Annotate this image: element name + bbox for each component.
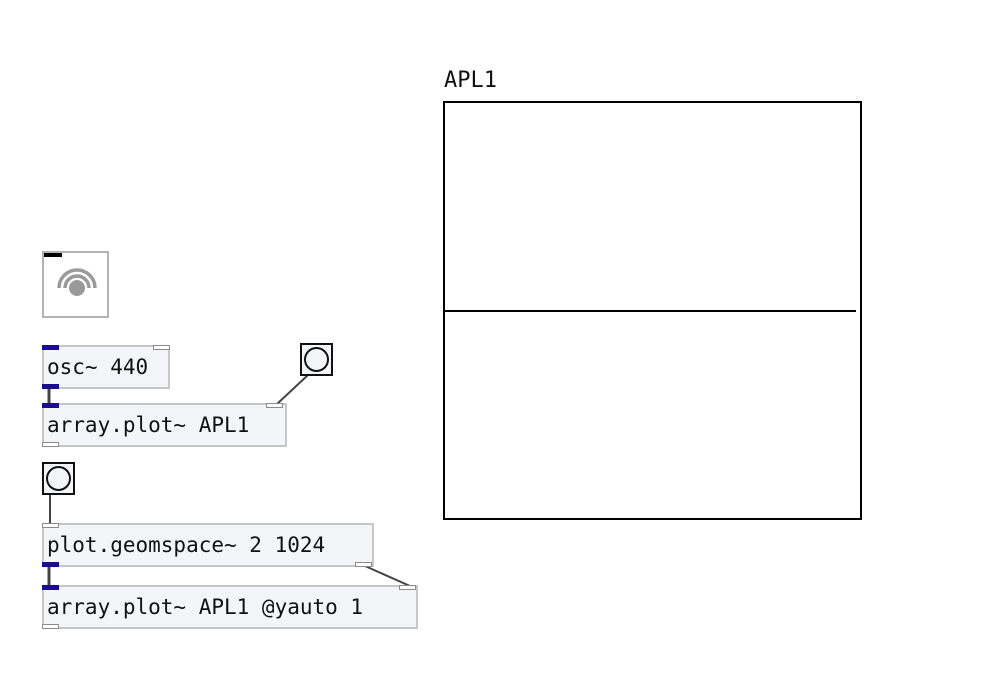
array-plot-yauto-object-label: array.plot~ APL1 @yauto 1 (47, 595, 364, 619)
osc-inlet-right[interactable] (153, 345, 170, 350)
array-graph[interactable] (443, 101, 862, 520)
array-plot-yauto-inlet-left[interactable] (42, 585, 59, 590)
osc-object-label: osc~ 440 (47, 355, 149, 379)
array-plot-yauto-outlet[interactable] (42, 624, 59, 629)
bang-icon (46, 466, 71, 491)
array-plot-line (445, 310, 856, 312)
array-plot-inlet-left[interactable] (42, 403, 59, 408)
dsp-inlet (44, 253, 62, 257)
dsp-toggle[interactable] (42, 251, 109, 318)
dsp-toggle-icon (57, 268, 97, 296)
osc-outlet[interactable] (42, 384, 59, 389)
connection-bang-to-plot[interactable] (276, 374, 309, 405)
osc-inlet-left[interactable] (42, 345, 59, 350)
geomspace-outlet-left[interactable] (42, 562, 59, 567)
bang-button-geomspace[interactable] (42, 462, 75, 495)
osc-object[interactable]: osc~ 440 (42, 345, 170, 389)
geomspace-outlet-right[interactable] (355, 562, 372, 567)
array-plot-outlet[interactable] (42, 442, 59, 447)
geomspace-inlet[interactable] (42, 523, 59, 528)
array-title: APL1 (444, 68, 497, 93)
array-plot-yauto-object[interactable]: array.plot~ APL1 @yauto 1 (42, 585, 418, 629)
geomspace-object[interactable]: plot.geomspace~ 2 1024 (42, 523, 374, 567)
geomspace-object-label: plot.geomspace~ 2 1024 (47, 533, 326, 557)
array-plot-inlet-right[interactable] (266, 403, 283, 408)
bang-button-plot[interactable] (300, 343, 333, 376)
array-plot-yauto-inlet-right[interactable] (399, 585, 416, 590)
array-plot-object-label: array.plot~ APL1 (47, 413, 250, 437)
connection-geomspace-to-plot-right[interactable] (364, 565, 411, 587)
array-plot-object[interactable]: array.plot~ APL1 (42, 403, 287, 447)
bang-icon (304, 347, 329, 372)
